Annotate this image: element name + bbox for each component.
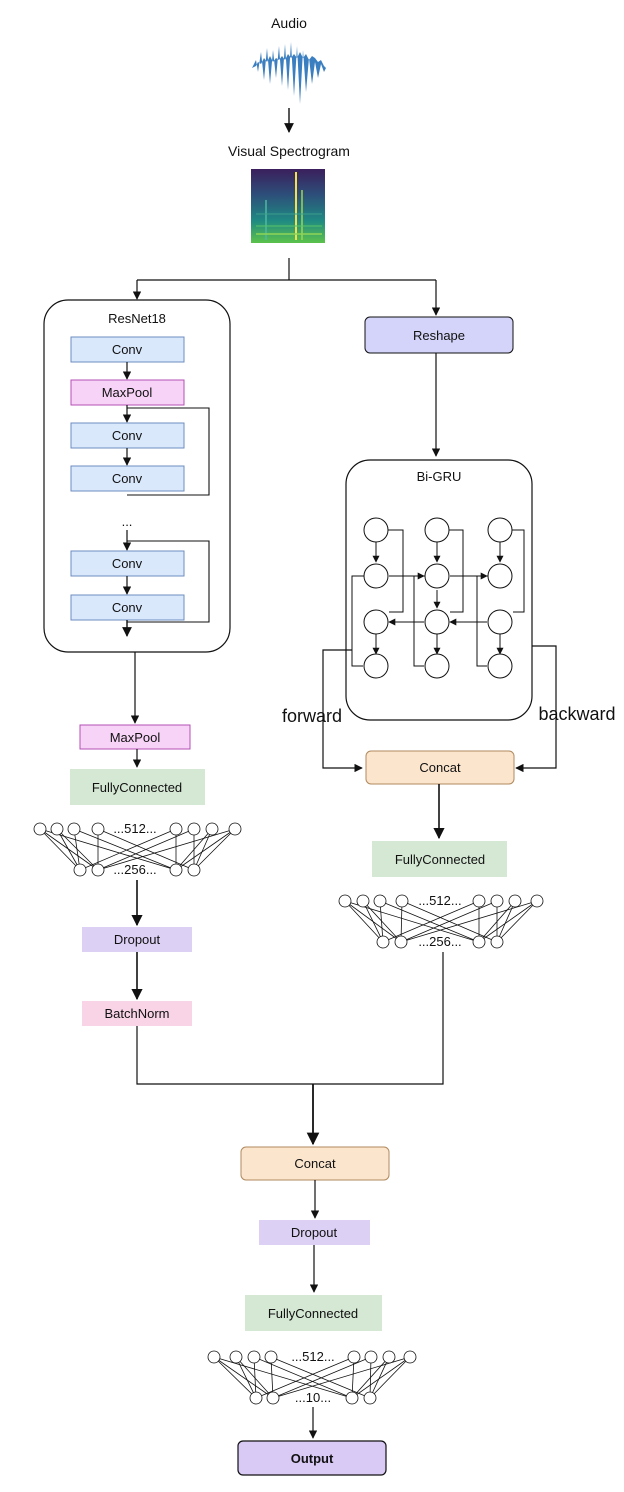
- concat-label: Concat: [419, 760, 461, 775]
- fully-connected-label: FullyConnected: [92, 780, 182, 795]
- fully-connected-label: FullyConnected: [395, 852, 485, 867]
- dropout-block: [82, 927, 192, 952]
- bi-gru-title: Bi-GRU: [417, 469, 462, 484]
- conv-layer-label: Conv: [112, 600, 143, 615]
- maxpool-layer-label: MaxPool: [102, 385, 153, 400]
- forward-connector: [322, 649, 363, 773]
- gru-cells: [351, 517, 525, 679]
- conv-layer-label: Conv: [112, 471, 143, 486]
- bi-gru-container: [345, 459, 533, 721]
- dense-top-label: ...512...: [291, 1349, 334, 1364]
- dropout-label: Dropout: [114, 932, 161, 947]
- maxpool-block-label: MaxPool: [110, 730, 161, 745]
- resnet-title: ResNet18: [108, 311, 166, 326]
- conv-layer-label: Conv: [112, 428, 143, 443]
- dense-bottom-label: ...10...: [295, 1390, 331, 1405]
- audio-label: Audio: [271, 15, 307, 31]
- forward-label: forward: [282, 706, 342, 726]
- residual-connection: [127, 407, 210, 496]
- dropout-block: [259, 1220, 370, 1245]
- dense-network-left: [33, 822, 242, 877]
- dense-network-head: [207, 1350, 417, 1405]
- conv-layer: [70, 422, 185, 449]
- dense-network-right: [338, 894, 544, 949]
- fully-connected-block: [70, 769, 205, 805]
- audio-waveform-icon: [252, 42, 326, 104]
- ellipsis-label: ...: [122, 514, 133, 529]
- fully-connected-block: [245, 1295, 382, 1331]
- spectrogram-image-icon: [251, 169, 325, 243]
- batchnorm-label: BatchNorm: [104, 1006, 169, 1021]
- merge-connector: [136, 952, 444, 1085]
- batchnorm-block: [82, 1001, 192, 1026]
- resnet-container: [43, 299, 231, 653]
- dense-top-label: ...512...: [418, 893, 461, 908]
- backward-label: backward: [538, 704, 615, 724]
- conv-layer-label: Conv: [112, 342, 143, 357]
- dropout-label: Dropout: [291, 1225, 338, 1240]
- conv-layer-label: Conv: [112, 556, 143, 571]
- dense-bottom-label: ...256...: [418, 934, 461, 949]
- conv-layer: [70, 550, 185, 577]
- dense-bottom-label: ...256...: [113, 862, 156, 877]
- maxpool-block: [79, 724, 191, 750]
- dense-top-label: ...512...: [113, 821, 156, 836]
- concat-label: Concat: [294, 1156, 336, 1171]
- residual-connection: [127, 540, 210, 623]
- reshape-block: [364, 316, 514, 354]
- spectrogram-label: Visual Spectrogram: [228, 143, 350, 159]
- output-label: Output: [291, 1451, 334, 1466]
- reshape-label: Reshape: [413, 328, 465, 343]
- conv-layer: [70, 465, 185, 492]
- backward-connector: [515, 645, 557, 773]
- fully-connected-block: [372, 841, 507, 877]
- fully-connected-label: FullyConnected: [268, 1306, 358, 1321]
- output-block: [237, 1440, 387, 1476]
- concat-block-gru: [365, 750, 515, 785]
